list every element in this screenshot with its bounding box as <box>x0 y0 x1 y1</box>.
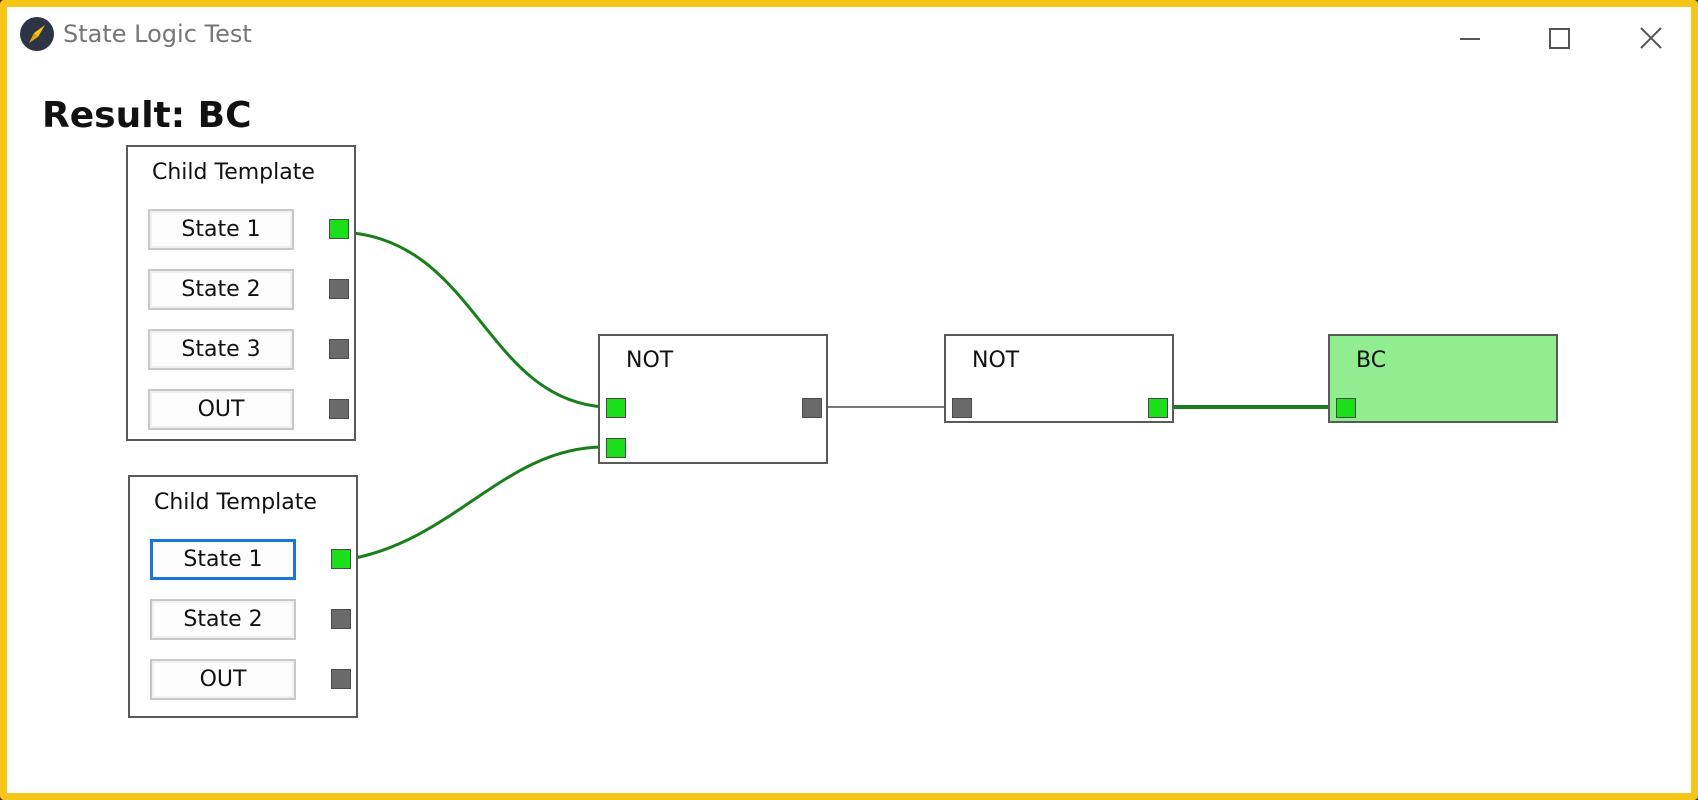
state-3-port[interactable] <box>329 339 349 359</box>
child-template-title: Child Template <box>154 490 317 515</box>
not-gate-1-input-1-port[interactable] <box>606 398 626 418</box>
window-title: State Logic Test <box>63 20 252 48</box>
maximize-button[interactable] <box>1529 15 1589 55</box>
close-button[interactable] <box>1621 15 1681 55</box>
not-gate-2-output-port[interactable] <box>1148 398 1168 418</box>
state-3-button[interactable]: State 3 <box>148 329 294 370</box>
wire-template1-state1-to-not1-in1 <box>352 231 605 409</box>
maximize-icon <box>1549 28 1570 49</box>
out-port[interactable] <box>329 399 349 419</box>
state-1-port[interactable] <box>329 219 349 239</box>
gate-label: NOT <box>626 348 674 373</box>
child-template-1[interactable]: Child Template State 1 State 2 State 3 O… <box>126 145 356 441</box>
not-gate-2-input-port[interactable] <box>952 398 972 418</box>
state-2-button[interactable]: State 2 <box>150 599 296 640</box>
out-button[interactable]: OUT <box>148 389 294 430</box>
not-gate-1-input-2-port[interactable] <box>606 438 626 458</box>
state-1-port[interactable] <box>331 549 351 569</box>
not-gate-1-output-port[interactable] <box>802 398 822 418</box>
result-label: Result: BC <box>42 95 252 136</box>
app-compass-icon <box>20 17 54 51</box>
state-2-port[interactable] <box>329 279 349 299</box>
minimize-button[interactable] <box>1439 15 1499 55</box>
connection-wires <box>352 231 1343 560</box>
output-node-bc[interactable]: BC <box>1328 334 1558 423</box>
state-2-button[interactable]: State 2 <box>148 269 294 310</box>
close-icon <box>1640 27 1662 49</box>
out-port[interactable] <box>331 669 351 689</box>
child-template-title: Child Template <box>152 160 315 185</box>
child-template-2[interactable]: Child Template State 1 State 2 OUT <box>128 475 358 718</box>
state-1-button[interactable]: State 1 <box>148 209 294 250</box>
not-gate-1[interactable]: NOT <box>598 334 828 464</box>
state-2-port[interactable] <box>331 609 351 629</box>
title-bar[interactable]: State Logic Test <box>7 7 1691 59</box>
out-button[interactable]: OUT <box>150 659 296 700</box>
not-gate-2[interactable]: NOT <box>944 334 1174 423</box>
gate-label: NOT <box>972 348 1020 373</box>
output-input-port[interactable] <box>1336 398 1356 418</box>
state-1-button[interactable]: State 1 <box>150 539 296 580</box>
minimize-icon <box>1460 38 1480 40</box>
output-label: BC <box>1356 348 1387 373</box>
wire-template2-state1-to-not1-in2 <box>354 445 605 560</box>
